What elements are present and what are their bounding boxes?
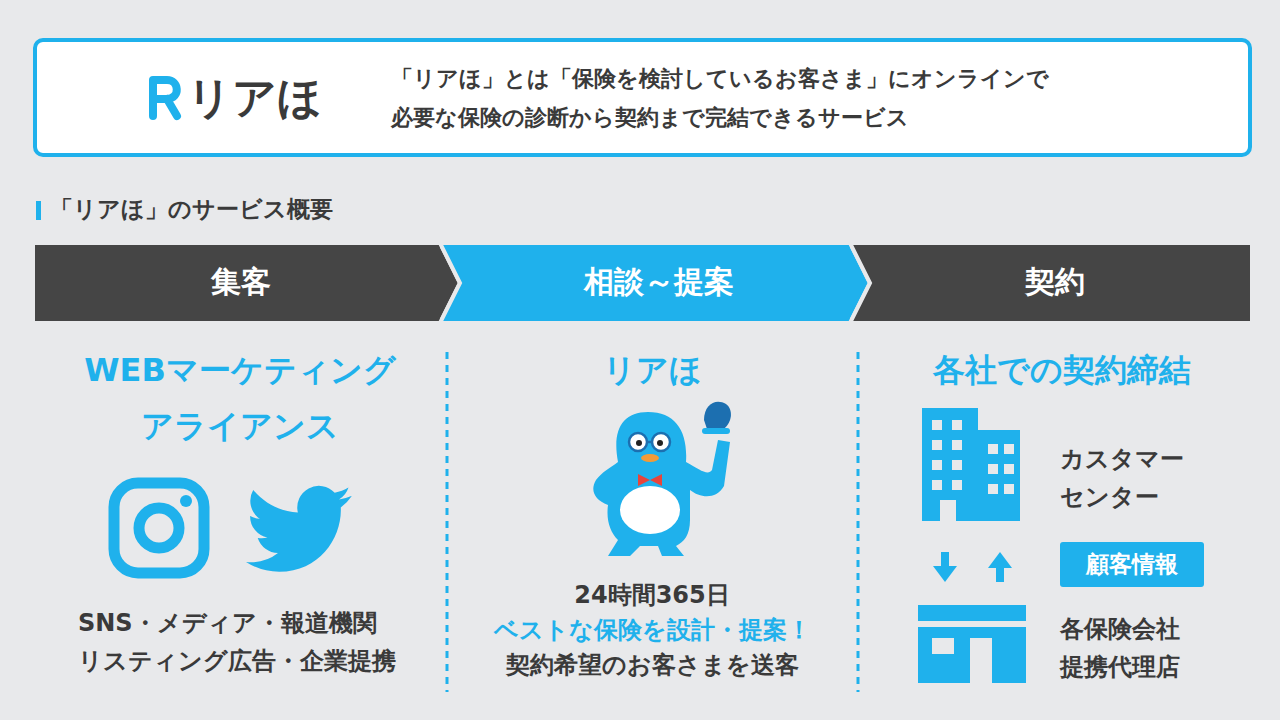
band-fill — [33, 243, 460, 323]
band-text: 契約 — [1025, 262, 1085, 303]
logo-mark-path — [153, 80, 177, 116]
band-fill — [850, 243, 1252, 323]
divider-line — [446, 352, 449, 692]
party-name: 各保険会社 提携代理店 — [1060, 610, 1186, 687]
intro-box: リアほ 「リアほ」とは「保険を検討しているお客さま」にオンラインで 必要な保険の診… — [33, 38, 1252, 157]
tag-text: 顧客情報 — [1060, 542, 1204, 587]
divider-line — [857, 352, 860, 692]
band-fill — [440, 243, 870, 323]
party-name: カスタマー センター — [1060, 440, 1190, 517]
building-icon — [922, 408, 1020, 521]
mascot — [593, 402, 731, 556]
instagram-icon — [114, 483, 204, 573]
title-bar — [36, 201, 41, 220]
step-band: 相談～提案 — [440, 243, 870, 323]
step-band: 集客 — [33, 243, 460, 323]
up-arrow — [988, 552, 1012, 582]
store-icon — [918, 605, 1026, 683]
logo-text: リアほ — [187, 69, 322, 128]
intro-text: 「リアほ」とは「保険を検討しているお客さま」にオンラインで 必要な保険の診断から… — [391, 60, 1055, 137]
twitter-icon — [246, 486, 352, 572]
down-arrow — [933, 552, 957, 582]
channel-text: SNS・メディア・報道機関 リスティング広告・企業提携 — [78, 604, 402, 681]
column-heading: 各社での契約締結 — [933, 350, 1191, 392]
note-text: ベストな保険を設計・提案！ — [494, 615, 811, 646]
info-tag: 顧客情報 — [1060, 542, 1204, 587]
note-text: 契約希望のお客さまを送客 — [506, 650, 799, 681]
column-heading: アライアンス — [141, 406, 339, 448]
column-heading: WEBマーケティング — [84, 350, 396, 392]
step-band: 契約 — [850, 243, 1252, 323]
logo-mark — [145, 72, 185, 122]
band-text: 相談～提案 — [584, 262, 734, 303]
note-text: 24時間365日 — [574, 580, 730, 611]
section-title: 「リアほ」のサービス概要 — [50, 194, 333, 225]
band-text: 集客 — [211, 262, 271, 303]
column-heading: リアほ — [603, 350, 702, 392]
